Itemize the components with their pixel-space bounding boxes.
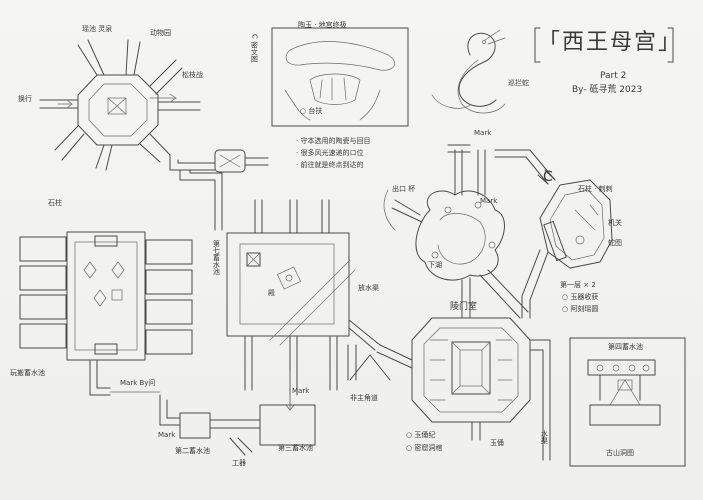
label-center-room: 殿 — [268, 289, 275, 297]
main-hall — [347, 317, 551, 461]
label-water: 水渠 — [540, 430, 549, 444]
label-mark-b: Mark — [292, 387, 310, 395]
label-lake-below: 下湖 — [428, 261, 442, 269]
label-snake: 巡拦蛇 — [508, 79, 529, 87]
label-yaoji: 瑶池 灵泉 — [82, 25, 113, 33]
snake-sketch — [431, 29, 506, 114]
label-seventh-reservoir: 第七蓄水池 — [212, 240, 221, 275]
label-jade-gate: 玉俑 — [490, 439, 504, 447]
label-mark-c: Mark — [474, 129, 492, 137]
label-exit-left: 换行 — [18, 95, 32, 103]
map-title: 「西王母宫」 — [538, 30, 683, 55]
label-mural-caption: ○ 台扶 — [300, 107, 323, 115]
label-left-water: 玩搬蓄水池 — [10, 369, 45, 377]
label-third-reservoir: 第三蓄水池 — [278, 444, 313, 452]
label-drain-channel: 放水渠 — [358, 284, 379, 292]
center-room — [226, 199, 381, 396]
mural-note-2: · 很多风光速递的ロ位 — [296, 149, 364, 157]
cave-map — [383, 144, 556, 319]
left-chamber — [19, 231, 193, 426]
part-label: Part 2 — [600, 71, 627, 81]
label-main-hall: 陵门室 — [450, 302, 478, 312]
label-snake-stone: 蛇图 — [608, 239, 622, 247]
note-right-3: ○ 阿刻瑶圆 — [562, 305, 599, 313]
inset-box — [569, 337, 686, 467]
label-cave-marks: C 密文图 — [250, 34, 259, 63]
label-fourth-tool: 工器 — [232, 459, 246, 467]
label-sealed-coffin: ○ 密窟洞棺 — [406, 444, 443, 452]
bottom-reservoirs — [179, 369, 316, 456]
label-mark-a: Mark — [158, 431, 176, 439]
label-mark-by: Mark By问 — [120, 379, 156, 387]
label-right-chamber: 石柱 · 刺刺 — [578, 185, 613, 193]
note-right-1: 第一层 × 2 — [560, 281, 596, 289]
label-exit-tunnel: 古山洞图 — [606, 449, 634, 457]
label-exit-pool: 出口 杯 — [392, 185, 416, 193]
note-right-2: ○ 玉器收获 — [562, 293, 599, 301]
mural-note-3: · 前往就是终点到达的 — [296, 161, 364, 169]
label-ash-pond: 松枝战 — [182, 71, 203, 79]
label-jade-beads: ○ 玉俑纪 — [406, 431, 436, 439]
mural-note-1: · 守本选用的陶瓷与回目 — [296, 137, 371, 145]
pipe-connector — [169, 149, 269, 231]
label-left-pillar: 石柱 — [48, 199, 62, 207]
octagon-hub — [39, 39, 201, 171]
label-mark-d: Mark — [480, 197, 498, 205]
label-top-garden: 动物园 — [150, 29, 171, 37]
label-fourth-reservoir: 第四蓄水池 — [608, 343, 643, 351]
author-label: By- 砥寻荒 2023 — [572, 85, 643, 95]
label-second-reservoir: 第二蓄水池 — [175, 447, 210, 455]
right-side-chamber — [521, 169, 613, 319]
label-stone-door: 机关 — [608, 219, 622, 227]
mural-sketch — [271, 27, 409, 127]
label-mural-title: 陶玉 · 地宫终极 — [298, 21, 347, 29]
label-c-cave: C — [543, 169, 553, 185]
label-side: 非主角道 — [350, 394, 378, 402]
title-box — [534, 27, 674, 63]
